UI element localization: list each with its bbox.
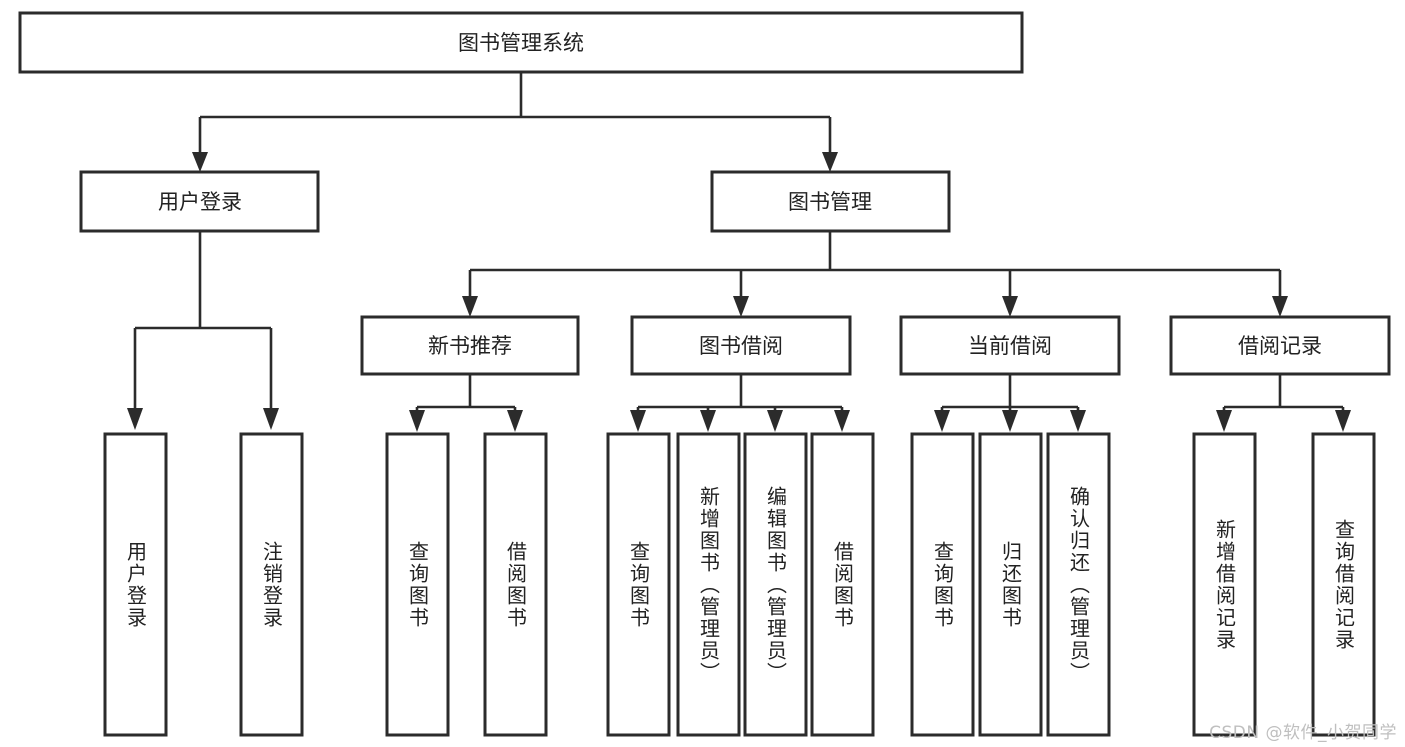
node-book-borrow[interactable]: 图书借阅 bbox=[630, 315, 852, 376]
node-borrow-record-label: 借阅记录 bbox=[1238, 334, 1322, 358]
node-leaf-logout[interactable] bbox=[239, 432, 304, 737]
node-leaf-user-login-box[interactable] bbox=[103, 432, 168, 737]
node-leaf-borrow-book-1[interactable] bbox=[483, 432, 548, 737]
connector-new-book-recommend-to-leaves bbox=[409, 374, 523, 432]
arrow-head-leaf-edit-book bbox=[767, 410, 783, 432]
arrow-head-current-borrow bbox=[1002, 296, 1018, 317]
arrow-head-leaf-return-book bbox=[1002, 410, 1018, 432]
node-current-borrow-box[interactable] bbox=[899, 315, 1121, 376]
connector-book-borrow-to-leaves bbox=[630, 374, 850, 432]
node-leaf-add-record-box[interactable] bbox=[1192, 432, 1257, 737]
connector-current-borrow-to-leaves bbox=[934, 374, 1086, 432]
node-leaf-query-book-2-box[interactable] bbox=[606, 432, 671, 737]
node-leaf-return-book-box[interactable] bbox=[978, 432, 1043, 737]
node-leaf-query-book-1-box[interactable] bbox=[385, 432, 450, 737]
node-leaf-query-book-3[interactable] bbox=[910, 432, 975, 737]
node-user-login[interactable]: 用户登录 bbox=[79, 170, 320, 233]
node-leaf-borrow-book-2-box[interactable] bbox=[810, 432, 875, 737]
node-user-login-label: 用户登录 bbox=[158, 190, 242, 214]
node-new-book-recommend-box[interactable] bbox=[360, 315, 580, 376]
node-leaf-query-book-3-box[interactable] bbox=[910, 432, 975, 737]
arrow-head-leaf-user-login bbox=[127, 408, 143, 430]
arrow-head-leaf-logout bbox=[263, 408, 279, 430]
arrow-head-borrow-record bbox=[1272, 296, 1288, 317]
arrow-head-leaf-borrow-book-2 bbox=[834, 410, 850, 432]
node-book-manage[interactable]: 图书管理 bbox=[710, 170, 951, 233]
node-leaf-query-book-2[interactable] bbox=[606, 432, 671, 737]
node-leaf-borrow-book-1-box[interactable] bbox=[483, 432, 548, 737]
node-leaf-confirm-return[interactable] bbox=[1046, 432, 1111, 737]
arrow-head-leaf-add-book bbox=[700, 410, 716, 432]
connector-root-to-level2 bbox=[192, 72, 838, 172]
node-current-borrow-label: 当前借阅 bbox=[968, 334, 1052, 358]
connector-book-manage-to-level3 bbox=[462, 231, 1288, 317]
node-root-label: 图书管理系统 bbox=[458, 31, 584, 55]
node-leaf-borrow-book-2[interactable] bbox=[810, 432, 875, 737]
arrow-head-leaf-query-book-3 bbox=[934, 410, 950, 432]
node-leaf-query-record[interactable] bbox=[1311, 432, 1376, 737]
node-leaf-edit-book[interactable] bbox=[743, 432, 808, 737]
node-book-manage-label: 图书管理 bbox=[788, 190, 872, 214]
node-book-borrow-label: 图书借阅 bbox=[699, 334, 783, 358]
node-leaf-user-login[interactable] bbox=[103, 432, 168, 737]
arrow-head-user-login bbox=[192, 152, 208, 172]
node-leaf-logout-box[interactable] bbox=[239, 432, 304, 737]
arrow-head-leaf-query-record bbox=[1335, 410, 1351, 432]
node-borrow-record[interactable]: 借阅记录 bbox=[1169, 315, 1391, 376]
node-root-box[interactable] bbox=[18, 11, 1024, 74]
node-leaf-confirm-return-box[interactable] bbox=[1046, 432, 1111, 737]
node-leaf-query-book-1[interactable] bbox=[385, 432, 450, 737]
arrow-head-leaf-borrow-book-1 bbox=[507, 410, 523, 432]
node-leaf-add-record[interactable] bbox=[1192, 432, 1257, 737]
node-book-manage-box[interactable] bbox=[710, 170, 951, 233]
node-root[interactable]: 图书管理系统 bbox=[18, 11, 1024, 74]
node-leaf-add-book-box[interactable] bbox=[676, 432, 741, 737]
arrow-head-leaf-confirm-return bbox=[1070, 410, 1086, 432]
connector-user-login-to-leaves bbox=[127, 231, 279, 430]
node-new-book-recommend-label: 新书推荐 bbox=[428, 334, 512, 358]
node-leaf-edit-book-box[interactable] bbox=[743, 432, 808, 737]
csdn-watermark: CSDN @软件_小贺同学 bbox=[1209, 723, 1397, 743]
arrow-head-new-book-recommend bbox=[462, 296, 478, 317]
node-borrow-record-box[interactable] bbox=[1169, 315, 1391, 376]
node-leaf-add-book[interactable] bbox=[676, 432, 741, 737]
node-leaf-return-book[interactable] bbox=[978, 432, 1043, 737]
node-leaf-query-record-box[interactable] bbox=[1311, 432, 1376, 737]
node-book-borrow-box[interactable] bbox=[630, 315, 852, 376]
arrow-head-leaf-add-record bbox=[1216, 410, 1232, 432]
node-current-borrow[interactable]: 当前借阅 bbox=[899, 315, 1121, 376]
arrow-head-book-borrow bbox=[733, 296, 749, 317]
node-user-login-box[interactable] bbox=[79, 170, 320, 233]
node-new-book-recommend[interactable]: 新书推荐 bbox=[360, 315, 580, 376]
arrow-head-leaf-query-book-2 bbox=[630, 410, 646, 432]
arrow-head-leaf-query-book-1 bbox=[409, 410, 425, 432]
connector-borrow-record-to-leaves bbox=[1216, 374, 1351, 432]
arrow-head-book-manage bbox=[822, 152, 838, 172]
